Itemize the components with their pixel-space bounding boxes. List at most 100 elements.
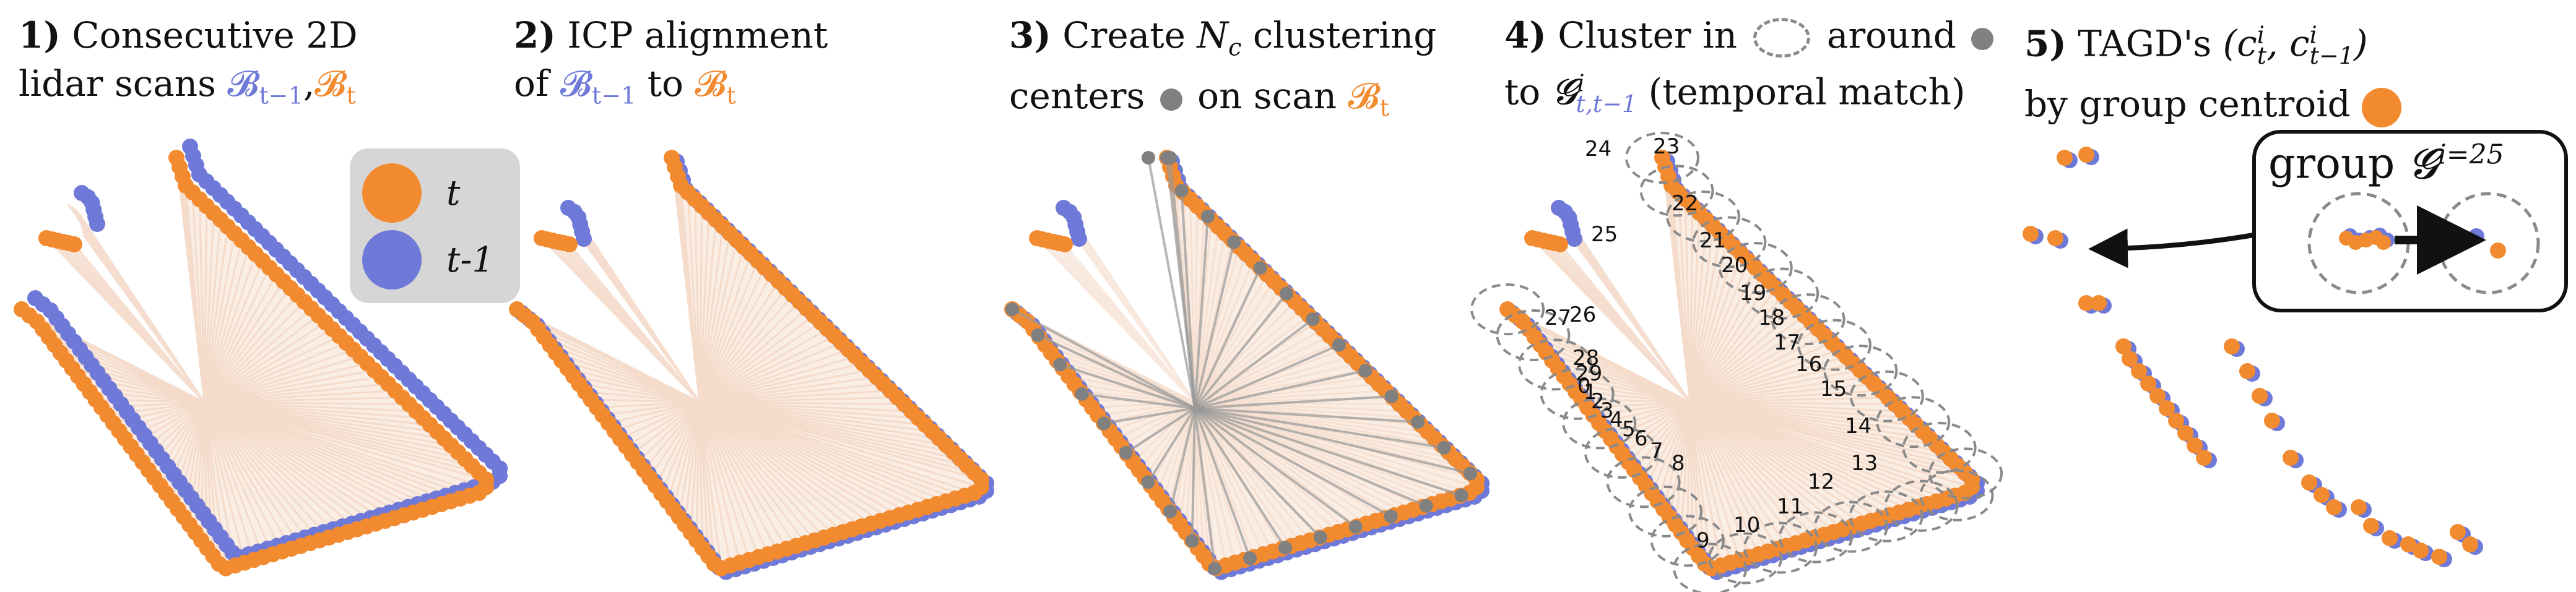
centroid-cur	[2131, 363, 2147, 379]
center-dot-icon	[1160, 88, 1182, 111]
sensor-fan	[1507, 157, 1972, 568]
centroid-pair-symbol: (cit, cit−1)	[2223, 22, 2368, 69]
centroid-cur	[2283, 450, 2299, 466]
scan-plot-3	[1004, 150, 1490, 580]
center-ray	[1037, 334, 1195, 410]
cluster-center-point	[1243, 551, 1257, 565]
cluster-center-point	[1419, 499, 1433, 513]
centroid-cur	[2159, 400, 2175, 416]
cluster-center-point	[1075, 387, 1089, 401]
cluster-number: 2	[1591, 389, 1605, 414]
cluster-ring	[1823, 345, 1898, 397]
center-ray	[1194, 343, 1340, 410]
step-number: 5)	[2024, 22, 2066, 65]
centroid-cur	[2413, 543, 2429, 559]
centroid-cur	[2078, 147, 2094, 163]
caption-word: TAGD's	[2078, 22, 2212, 65]
cur-scan-point	[509, 301, 525, 317]
cluster-ring	[1650, 515, 1725, 567]
step-number: 4)	[1504, 14, 1546, 56]
cluster-number: 8	[1672, 451, 1685, 476]
cluster-ring	[1606, 456, 1681, 508]
cluster-center-point	[1332, 338, 1346, 352]
scan-area	[517, 158, 984, 569]
center-ray	[1194, 407, 1322, 538]
caption-word: to	[647, 62, 683, 105]
scan-plot-2	[509, 150, 995, 580]
caption-word: (temporal match)	[1648, 71, 1966, 113]
cluster-number: 7	[1650, 439, 1663, 463]
cur-scan-point	[562, 236, 578, 252]
legend-item-prev: t-1	[362, 229, 494, 291]
centroid-cur	[2187, 437, 2203, 453]
cluster-number: 18	[1758, 306, 1785, 330]
panel-tagd-centroids: 5) TAGD's (cit, cit−1) by group centroid	[2000, 0, 2576, 592]
cluster-number: 10	[1733, 513, 1760, 538]
centroid-cur	[2047, 230, 2063, 246]
step-number: 3)	[1009, 14, 1051, 56]
caption-word: centers	[1009, 74, 1145, 117]
center-ray	[1180, 191, 1196, 409]
prev-scan-point	[89, 216, 105, 232]
cluster-number: 29	[1576, 361, 1602, 386]
center-ray	[1194, 267, 1262, 409]
cluster-number: 19	[1740, 281, 1766, 306]
cluster-center-point	[1208, 562, 1222, 576]
prev-scan-point	[576, 231, 592, 247]
legend-item-t: t	[362, 162, 461, 224]
centroid-cur	[2400, 536, 2416, 552]
cluster-ring	[1745, 267, 1819, 320]
cluster-ring	[1902, 421, 1977, 474]
center-ray	[1190, 408, 1196, 541]
panel-temporal-match: 4) Cluster in around to 𝓖it,t−1 (tempora…	[1470, 0, 2003, 592]
group-title: group 𝓖i=25	[2268, 139, 2504, 189]
center-ray	[1194, 407, 1356, 528]
center-ray	[1194, 216, 1209, 409]
cluster-number: 17	[1774, 330, 1800, 355]
center-ray	[1194, 318, 1314, 410]
cluster-number: 0	[1577, 374, 1591, 398]
cur-scan-point	[1552, 236, 1568, 252]
cluster-center-point	[1253, 260, 1267, 275]
centroid-cur	[2382, 530, 2398, 546]
cluster-center-point	[1411, 415, 1425, 429]
dashed-circle-icon	[1753, 18, 1811, 58]
cluster-ring	[1673, 543, 1748, 592]
cluster-ring	[1470, 283, 1545, 335]
panel-clustering-centers: 3) Create Nc clustering centers on scan …	[1004, 0, 1504, 592]
center-ray	[1194, 407, 1392, 518]
cluster-ring	[1778, 511, 1853, 564]
center-ray	[1012, 308, 1195, 410]
centroid-cur	[2252, 388, 2268, 404]
centroid-cur	[2363, 518, 2379, 534]
centroid-cur	[2023, 226, 2039, 242]
caption-line: ICP alignment	[567, 14, 828, 56]
center-ray	[1194, 408, 1251, 559]
caption-word: Create	[1062, 14, 1186, 56]
cluster-ring	[1928, 447, 2003, 500]
cluster-ring	[1884, 479, 1959, 532]
center-ray	[1194, 395, 1392, 410]
center-ray	[1194, 369, 1366, 410]
cluster-center-point	[1163, 504, 1177, 518]
centroid-cur	[2239, 363, 2255, 379]
nc-symbol: Nc	[1197, 14, 1242, 61]
center-ray	[1194, 408, 1216, 569]
cluster-center-point	[1313, 530, 1327, 544]
cluster-ring	[1639, 165, 1714, 217]
cluster-number: 20	[1721, 253, 1748, 278]
cluster-ring	[1771, 293, 1845, 346]
cluster-center-point	[1464, 466, 1478, 481]
cur-scan-point	[14, 301, 30, 317]
centroid-cur	[2177, 425, 2193, 441]
cluster-center-point	[1141, 475, 1155, 489]
legend-swatch-t	[362, 163, 422, 223]
caption-word: to	[1504, 71, 1541, 113]
legend-swatch-prev	[362, 230, 422, 290]
step-number: 1)	[19, 14, 61, 56]
cluster-number: 16	[1795, 352, 1822, 377]
cluster-center-point	[1358, 364, 1373, 378]
centroid-cur	[2314, 487, 2330, 503]
cluster-center-point	[1384, 389, 1399, 403]
